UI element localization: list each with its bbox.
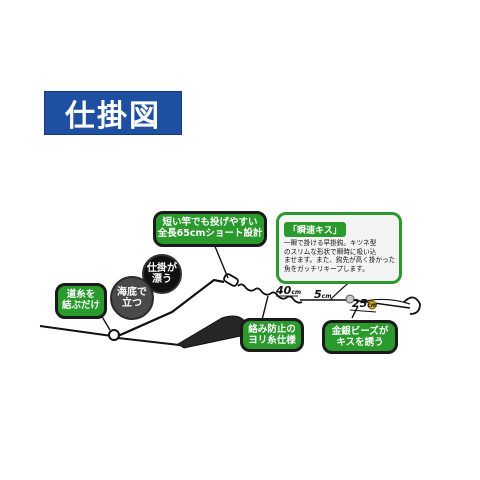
hook-icon <box>403 296 421 315</box>
line-tie-callout: 道糸を 結ぶだけ <box>55 283 107 319</box>
twisted-line <box>237 283 303 304</box>
rod-length-callout: 短い竿でも投げやすい 全長65cmショート設計 <box>153 211 267 247</box>
dimension-5cm: 5cm <box>314 288 332 301</box>
tenbin-arm <box>117 278 225 338</box>
dimension-25cm: 25cm <box>352 297 378 310</box>
callout-pointer <box>351 305 359 319</box>
line-ring <box>108 329 120 341</box>
leader-branch-2 <box>359 298 411 305</box>
callout-pointer <box>261 295 269 321</box>
hook-description-box: 「瞬速キス」 一瞬で掛ける早掛鈎。キツネ型 のスリムな形状で瞬時に吸い込 ませま… <box>276 212 402 284</box>
dimension-40cm: 40cm <box>276 284 302 297</box>
standing-sinker-badge: 海底で 立つ <box>110 276 154 320</box>
page-title: 仕掛図 <box>44 91 182 135</box>
dimension-line <box>349 309 377 313</box>
bead-silver <box>345 294 355 304</box>
main-line <box>39 325 113 337</box>
sinker-wire <box>117 337 189 347</box>
beads-callout: 金銀ビーズが キスを誘う <box>322 320 398 354</box>
hook-description-text: 一瞬で掛ける早掛鈎。キツネ型 のスリムな形状で瞬時に吸い込 ませます。また、鈎先… <box>284 239 396 273</box>
floating-rig-badge: 仕掛が 漂う <box>142 254 182 294</box>
hook-name-badge: 「瞬速キス」 <box>284 222 346 237</box>
bead-gold <box>367 300 377 310</box>
anti-tangle-callout: 絡み防止の ヨリ糸仕様 <box>240 318 304 352</box>
callout-pointer <box>213 243 229 279</box>
swivel <box>223 273 239 287</box>
